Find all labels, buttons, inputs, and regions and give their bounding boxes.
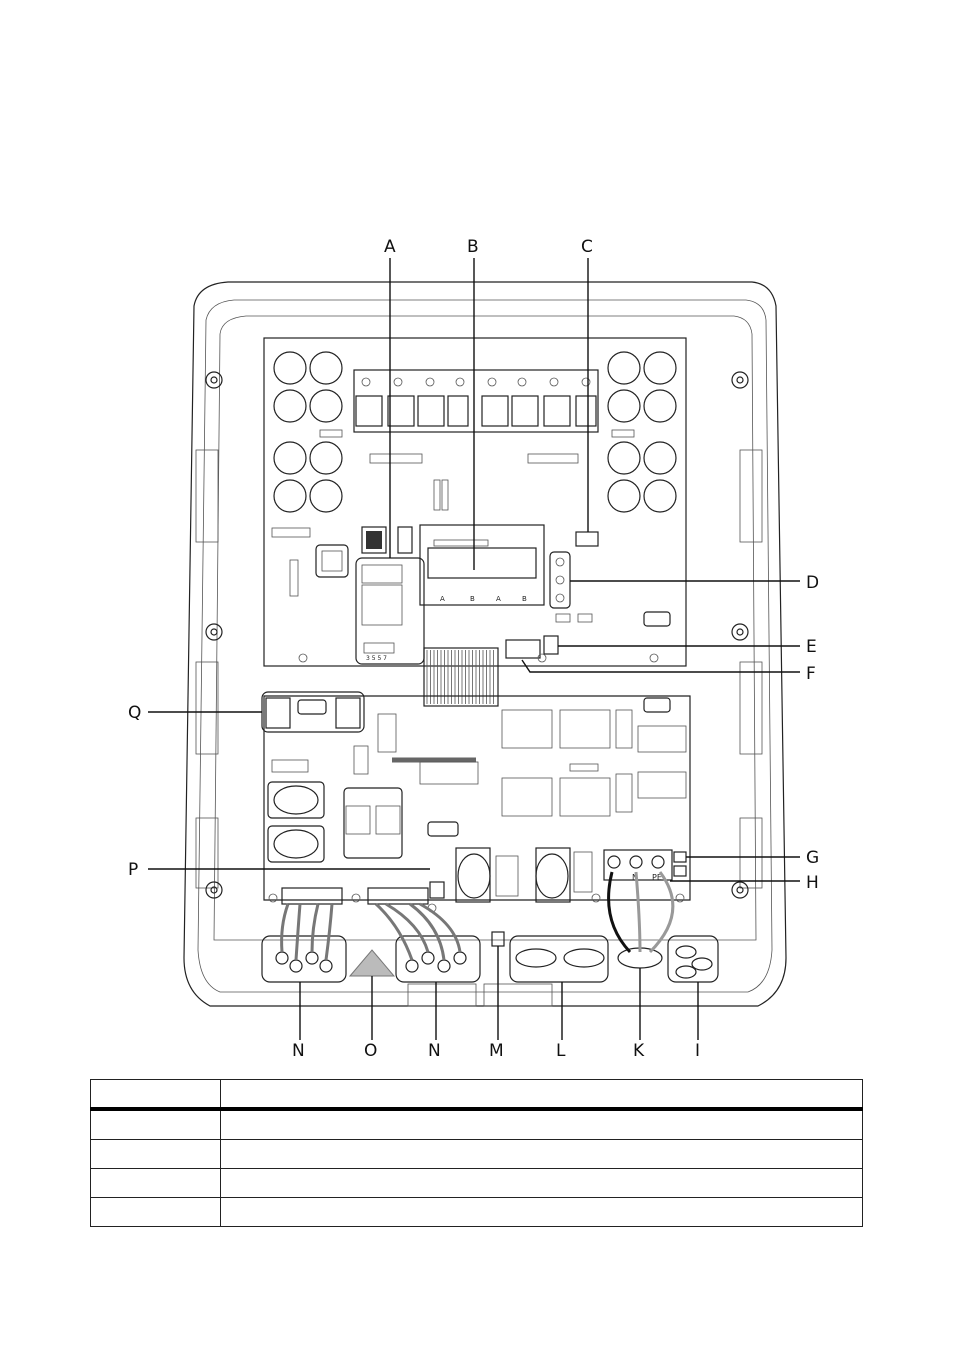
callout-labels: A B C D E F G H Q P N O N M L K I: [128, 237, 819, 1061]
callout-b: B: [467, 237, 479, 257]
legend-cell-designation: [220, 1108, 863, 1140]
callout-a: A: [384, 237, 396, 257]
display-letter-4: B: [522, 595, 527, 603]
display-module: A B A B: [419, 524, 545, 606]
legend-cell-position: [90, 1108, 221, 1140]
legend-header-designation: [220, 1079, 863, 1111]
terminal-pe-mark: PE: [652, 873, 662, 882]
enclosure-housing: [183, 281, 787, 1007]
legend-cell-position: [90, 1197, 221, 1227]
table-row: [90, 1168, 863, 1198]
upper-board: A B A B 3 5 5 7: [263, 337, 687, 667]
legend-cell-position: [90, 1139, 221, 1169]
callout-l: L: [556, 1041, 566, 1061]
callout-q: Q: [128, 703, 141, 723]
callout-e: E: [806, 637, 817, 657]
callout-d: D: [806, 573, 819, 593]
callout-h: H: [806, 873, 819, 893]
display-letter-1: A: [440, 595, 445, 603]
wiring-diagram: A B A B 3 5 5 7: [128, 237, 819, 1061]
callout-p: P: [128, 860, 138, 880]
callout-c: C: [581, 237, 593, 257]
communication-module: 3 5 5 7: [355, 557, 425, 665]
legend-cell-designation: [220, 1168, 863, 1198]
callout-o: O: [364, 1041, 377, 1061]
capacitors-left: [273, 351, 343, 513]
transistors: [355, 395, 597, 427]
capacitors-right: [607, 351, 677, 513]
cable-glands: [261, 871, 719, 983]
table-row: [90, 1108, 863, 1140]
display-letter-2: B: [470, 595, 475, 603]
legend-cell-position: [90, 1168, 221, 1198]
ac-terminal: N PE: [603, 849, 687, 882]
legend-header-position: [90, 1079, 221, 1111]
callout-n-right: N: [428, 1041, 441, 1061]
callout-k: K: [633, 1041, 645, 1061]
slot-numbers: 3 5 5 7: [366, 655, 387, 662]
callout-f: F: [806, 664, 816, 684]
legend-header-row: [90, 1079, 863, 1111]
callout-i: I: [695, 1041, 700, 1061]
leader-lines: [148, 258, 800, 1040]
table-row: [90, 1197, 863, 1227]
callout-g: G: [806, 848, 819, 868]
table-row: [90, 1139, 863, 1169]
callout-m: M: [489, 1041, 504, 1061]
lower-board: N PE: [261, 691, 691, 913]
legend-cell-designation: [220, 1197, 863, 1227]
callout-n-left: N: [292, 1041, 305, 1061]
display-letter-3: A: [496, 595, 501, 603]
legend-table: [90, 1079, 863, 1227]
legend-cell-designation: [220, 1139, 863, 1169]
ribbon-cable: [423, 647, 499, 707]
